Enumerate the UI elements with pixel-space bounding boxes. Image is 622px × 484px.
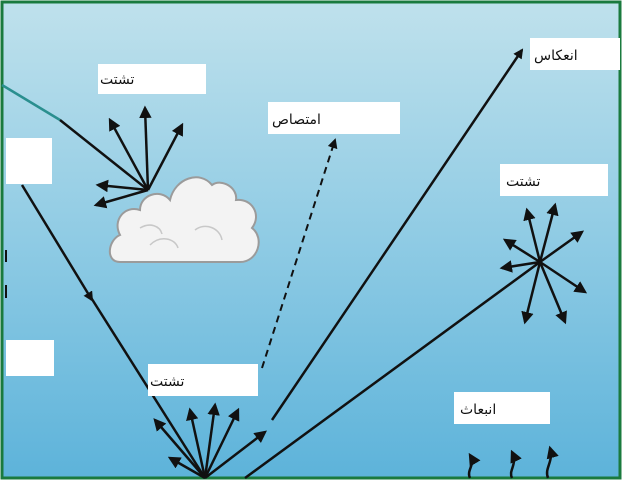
label-scatter-right: تشتت bbox=[500, 164, 608, 196]
ray-to-right-scatter bbox=[244, 260, 541, 480]
label-reflection-text: انعكاس bbox=[534, 48, 578, 64]
incoming-ray-teal bbox=[1, 83, 61, 122]
label-absorption: امتصاص bbox=[268, 102, 400, 134]
label-scatter-bottom: تشتت bbox=[148, 364, 258, 396]
label-scatter-top-left: تشتت bbox=[98, 64, 206, 94]
label-scatter-bottom-text: تشتت bbox=[150, 374, 185, 390]
label-blank-left-bottom bbox=[6, 340, 54, 376]
label-absorption-text: امتصاص bbox=[272, 112, 321, 128]
cloud bbox=[108, 176, 260, 263]
right-scatter-arrows bbox=[499, 202, 588, 325]
absorption-dashed-arrow bbox=[261, 138, 338, 369]
emission-arrows bbox=[467, 445, 559, 479]
label-emission-text: انبعاث bbox=[460, 402, 497, 418]
incoming-ray-to-ground bbox=[88, 295, 207, 479]
label-scatter-top-left-text: تشتت bbox=[100, 72, 135, 88]
incoming-ray-arrow bbox=[20, 184, 94, 302]
label-emission: انبعاث bbox=[454, 392, 550, 424]
ground-scatter-arrows bbox=[153, 402, 267, 480]
cloud-scatter-arrows bbox=[93, 105, 184, 209]
label-scatter-right-text: تشتت bbox=[506, 174, 541, 190]
label-reflection: انعكاس bbox=[530, 38, 620, 70]
reflection-arrow bbox=[270, 48, 524, 421]
incoming-ray-to-cloud bbox=[59, 119, 149, 191]
label-blank-left-top bbox=[6, 138, 52, 184]
cloud-shading bbox=[139, 224, 223, 249]
